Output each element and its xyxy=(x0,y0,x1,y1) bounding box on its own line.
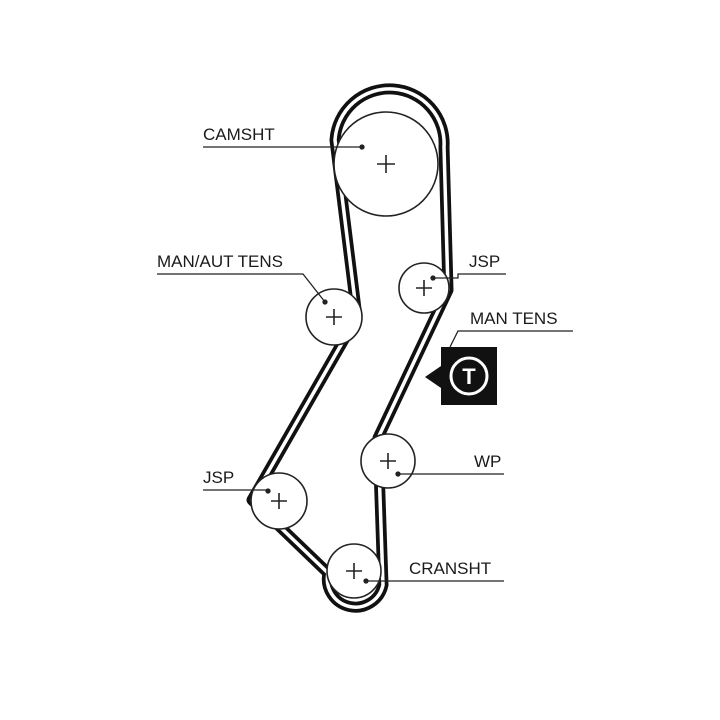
jsp-lower-center-mark-icon xyxy=(271,493,287,509)
man-tens-label: MAN TENS xyxy=(470,309,558,328)
leader-lines xyxy=(157,144,573,584)
water-pump-pulley xyxy=(360,433,416,489)
timing-belt xyxy=(246,83,454,613)
camshaft-pulley xyxy=(333,111,439,217)
crankshaft-center-mark-icon xyxy=(346,563,362,579)
crankshaft-leader-dot xyxy=(363,578,369,584)
jsp-upper-leader xyxy=(433,273,506,279)
camshaft-label: CAMSHT xyxy=(203,125,275,144)
camshaft-center-mark-icon xyxy=(377,155,395,173)
jsp-upper-leader-dot xyxy=(430,275,436,281)
tensioner-ring xyxy=(449,356,489,396)
jsp-upper-label: JSP xyxy=(469,252,500,271)
tensioner-letter: T xyxy=(462,364,476,389)
man-aut-tens-leader xyxy=(157,273,326,303)
water-pump-label: WP xyxy=(474,452,501,471)
water-pump-center-mark-icon xyxy=(380,453,396,469)
water-pump-leader-dot xyxy=(395,471,401,477)
belt-inner xyxy=(250,87,450,609)
crankshaft-pulley xyxy=(326,543,382,599)
tensioner-pointer xyxy=(425,366,441,388)
jsp-lower-pulley xyxy=(250,472,308,530)
tensioner-icon: T xyxy=(425,347,497,405)
man-aut-tens-label: MAN/AUT TENS xyxy=(157,252,283,271)
jsp-upper-pulley xyxy=(398,262,450,314)
man-aut-tens-pulley xyxy=(305,288,363,346)
man-tens-leader xyxy=(449,330,573,348)
jsp-lower-leader-dot xyxy=(265,488,271,494)
jsp-upper-center-mark-icon xyxy=(416,280,432,296)
jsp-lower-label: JSP xyxy=(203,468,234,487)
man-aut-tens-leader-dot xyxy=(322,299,328,305)
crankshaft-label: CRANSHT xyxy=(409,559,491,578)
man-aut-tens-center-mark-icon xyxy=(326,309,342,325)
camshaft-leader-dot xyxy=(359,144,365,150)
